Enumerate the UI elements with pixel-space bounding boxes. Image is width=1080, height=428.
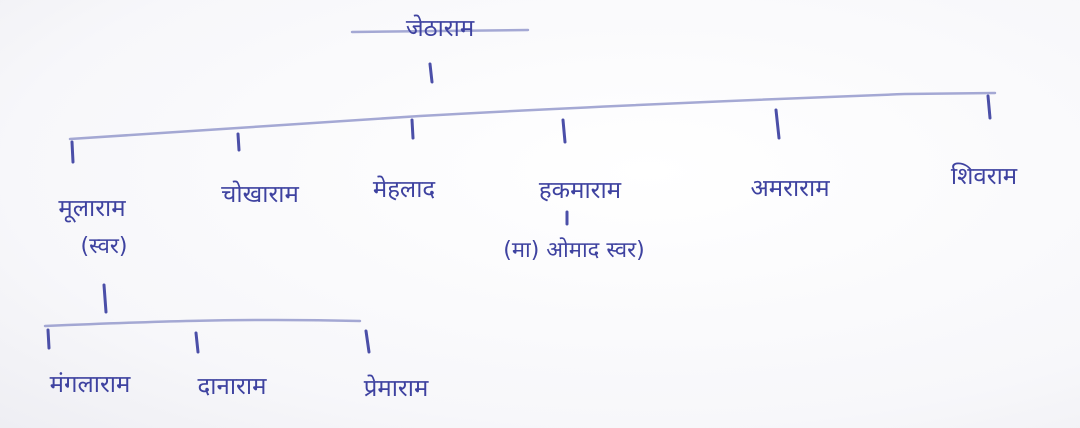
grandchild-node-1: मंगलाराम bbox=[49, 370, 131, 398]
child-node-5: अमराराम bbox=[750, 174, 830, 202]
drop-child-4 bbox=[561, 118, 567, 144]
drop-child-6 bbox=[986, 94, 992, 120]
child-node-1: मूलाराम bbox=[58, 194, 126, 222]
root-underline bbox=[350, 28, 530, 34]
drop-child-5 bbox=[774, 108, 781, 140]
child-node-3: मेहलाद bbox=[372, 175, 436, 203]
child-node-4-note: (मा) ओमाद स्वर) bbox=[503, 238, 645, 263]
main-branch-bar bbox=[68, 91, 997, 141]
drop-child-3 bbox=[410, 118, 415, 140]
child-node-1-note: (स्वर) bbox=[80, 234, 128, 259]
drop-grandchild-1 bbox=[46, 328, 51, 350]
grandchild-node-2: दानाराम bbox=[197, 372, 267, 400]
drop-child-1-branch bbox=[102, 283, 108, 314]
child-node-4: हकमाराम bbox=[538, 176, 622, 204]
grandchild-node-3: प्रेमाराम bbox=[363, 374, 429, 402]
drop-grandchild-2 bbox=[194, 331, 200, 354]
child-node-2: चोखाराम bbox=[221, 180, 299, 208]
drop-child-1 bbox=[70, 140, 75, 164]
root-node: जेठाराम bbox=[405, 14, 475, 42]
sub-branch-bar bbox=[43, 318, 362, 328]
root-stem bbox=[428, 62, 434, 84]
drop-child-2 bbox=[236, 132, 241, 152]
drop-grandchild-3 bbox=[364, 329, 371, 354]
child-node-6: शिवराम bbox=[950, 162, 1018, 190]
